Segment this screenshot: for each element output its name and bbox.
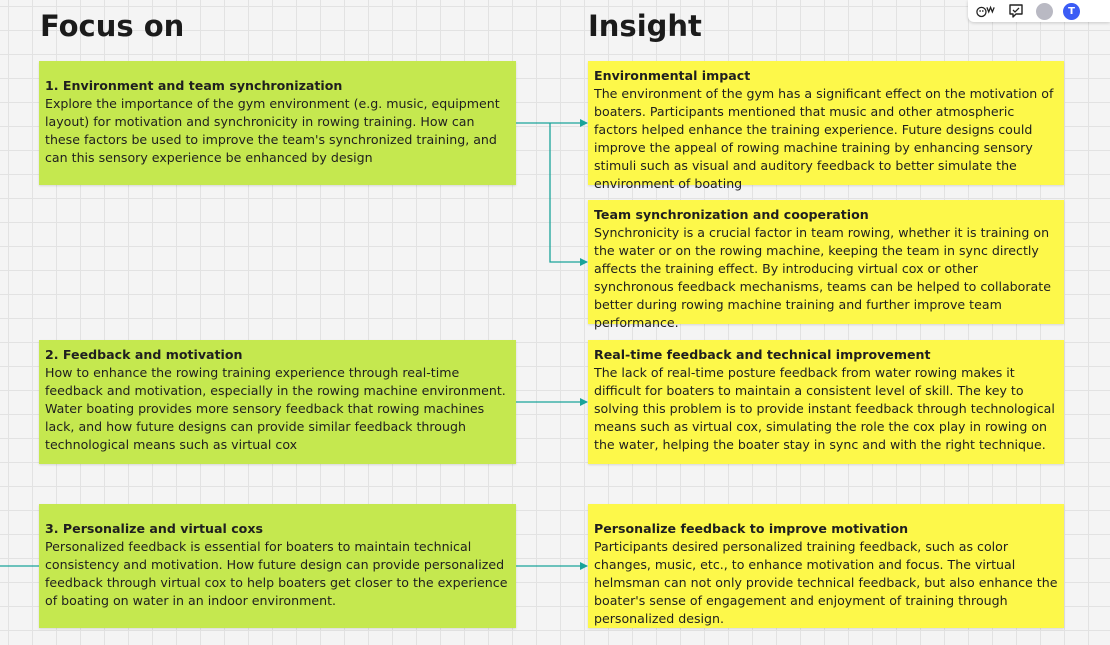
insight-note-environmental-impact[interactable]: Environmental impact The environment of … xyxy=(588,61,1064,191)
note-title: Environmental impact xyxy=(594,68,751,83)
reactions-icon[interactable] xyxy=(976,2,996,20)
note-title: 1. Environment and team synchronization xyxy=(45,78,343,93)
note-body: Participants desired personalized traini… xyxy=(594,539,1058,626)
user-avatar[interactable]: T xyxy=(1063,2,1080,20)
connector-team-sync xyxy=(549,123,588,266)
insight-note-team-sync[interactable]: Team synchronization and cooperation Syn… xyxy=(588,200,1064,330)
collaborator-avatar[interactable] xyxy=(1036,2,1053,20)
note-title: Personalize feedback to improve motivati… xyxy=(594,521,909,536)
comment-icon[interactable] xyxy=(1006,2,1026,20)
focus-heading: Focus on xyxy=(40,9,185,43)
note-body: Personalized feedback is essential for b… xyxy=(45,539,508,608)
note-body: Synchronicity is a crucial factor in tea… xyxy=(594,225,1051,330)
note-title: 2. Feedback and motivation xyxy=(45,347,243,362)
focus-note-feedback[interactable]: 2. Feedback and motivation How to enhanc… xyxy=(39,340,516,464)
focus-note-personalize[interactable]: 3. Personalize and virtual coxs Personal… xyxy=(39,504,516,628)
note-body: Explore the importance of the gym enviro… xyxy=(45,96,500,165)
insight-note-personalize[interactable]: Personalize feedback to improve motivati… xyxy=(588,504,1064,628)
insight-note-realtime-feedback[interactable]: Real-time feedback and technical improve… xyxy=(588,340,1064,464)
note-body: How to enhance the rowing training exper… xyxy=(45,365,506,452)
note-title: Team synchronization and cooperation xyxy=(594,207,869,222)
note-title: Real-time feedback and technical improve… xyxy=(594,347,931,362)
note-body: The environment of the gym has a signifi… xyxy=(594,86,1054,191)
note-title: 3. Personalize and virtual coxs xyxy=(45,521,263,536)
collaboration-toolbar: T xyxy=(968,0,1110,22)
note-body: The lack of real-time posture feedback f… xyxy=(594,365,1055,452)
focus-note-environment[interactable]: 1. Environment and team synchronization … xyxy=(39,61,516,185)
insight-heading: Insight xyxy=(588,9,702,43)
